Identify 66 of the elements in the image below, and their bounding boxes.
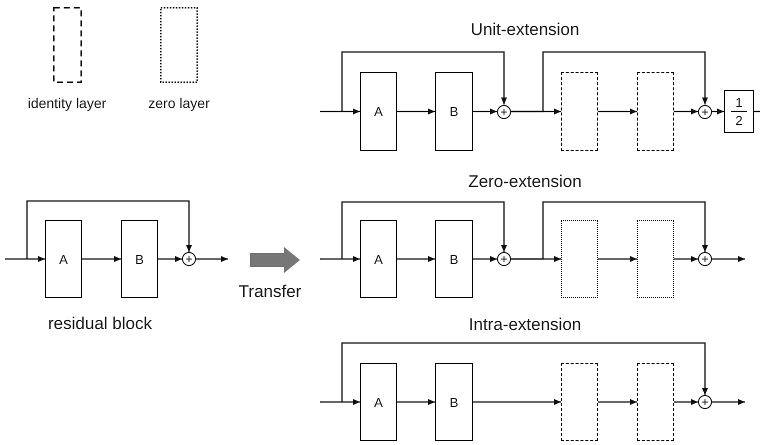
sum-circle: + xyxy=(698,395,712,409)
arrow xyxy=(196,256,228,262)
legend-label: identity layer xyxy=(28,95,106,111)
arrow xyxy=(473,108,497,114)
sum-circle: + xyxy=(497,104,511,118)
caption: Transfer xyxy=(238,282,302,302)
identity-layer-box xyxy=(637,72,674,151)
identity-layer-box xyxy=(561,363,598,441)
arrow xyxy=(82,256,121,262)
arrow xyxy=(5,256,45,262)
arrow xyxy=(158,256,182,262)
node-label: A xyxy=(374,105,383,118)
sum-circle: + xyxy=(497,252,511,266)
sum-circle: + xyxy=(698,252,712,266)
zero-layer-box xyxy=(637,220,674,298)
arrow xyxy=(598,256,637,262)
arrow xyxy=(674,399,698,405)
caption: Intra-extension xyxy=(468,315,582,335)
caption: Unit-extension xyxy=(470,20,580,40)
arrow xyxy=(397,256,435,262)
layer-box xyxy=(360,220,397,298)
fraction-box xyxy=(724,90,754,133)
layer-box xyxy=(45,220,82,298)
arrow xyxy=(511,51,708,112)
arrow xyxy=(397,108,435,114)
caption: residual block xyxy=(48,314,152,334)
identity-layer-box xyxy=(561,72,598,151)
arrow xyxy=(473,399,561,405)
node-label: B xyxy=(450,396,458,408)
caption: Zero-extension xyxy=(468,172,582,192)
arrow xyxy=(598,399,637,405)
layer-box xyxy=(435,72,473,151)
node-label: 1 xyxy=(735,96,743,109)
arrow xyxy=(712,256,745,262)
zero-layer-box xyxy=(561,220,598,298)
layer-box xyxy=(435,220,473,298)
arrow xyxy=(598,108,637,114)
layer-box xyxy=(360,363,397,441)
arrow xyxy=(320,108,360,114)
legend-label: zero layer xyxy=(148,95,210,111)
arrow xyxy=(397,399,435,405)
node-label: B xyxy=(450,252,458,266)
arrow xyxy=(341,201,507,260)
arrow xyxy=(473,256,497,262)
node-label: A xyxy=(374,252,383,266)
arrow xyxy=(320,256,360,262)
arrow xyxy=(712,108,724,114)
sum-circle: + xyxy=(182,252,196,266)
identity-layer-box xyxy=(637,363,674,441)
arrow xyxy=(712,399,745,405)
arrow xyxy=(341,342,708,403)
layer-box xyxy=(360,72,397,151)
node-label: B xyxy=(450,105,458,118)
arrow xyxy=(674,256,698,262)
arrow xyxy=(511,201,708,260)
node-label: B xyxy=(135,252,144,266)
arrow xyxy=(341,51,507,112)
node-label: 2 xyxy=(735,114,743,128)
arrow xyxy=(674,108,698,114)
node-label: A xyxy=(374,396,383,408)
node-label: A xyxy=(59,252,68,266)
layer-box xyxy=(435,363,473,441)
layer-box xyxy=(121,220,158,298)
arrow xyxy=(320,399,360,405)
arrow xyxy=(26,200,192,260)
sum-circle: + xyxy=(698,104,712,118)
